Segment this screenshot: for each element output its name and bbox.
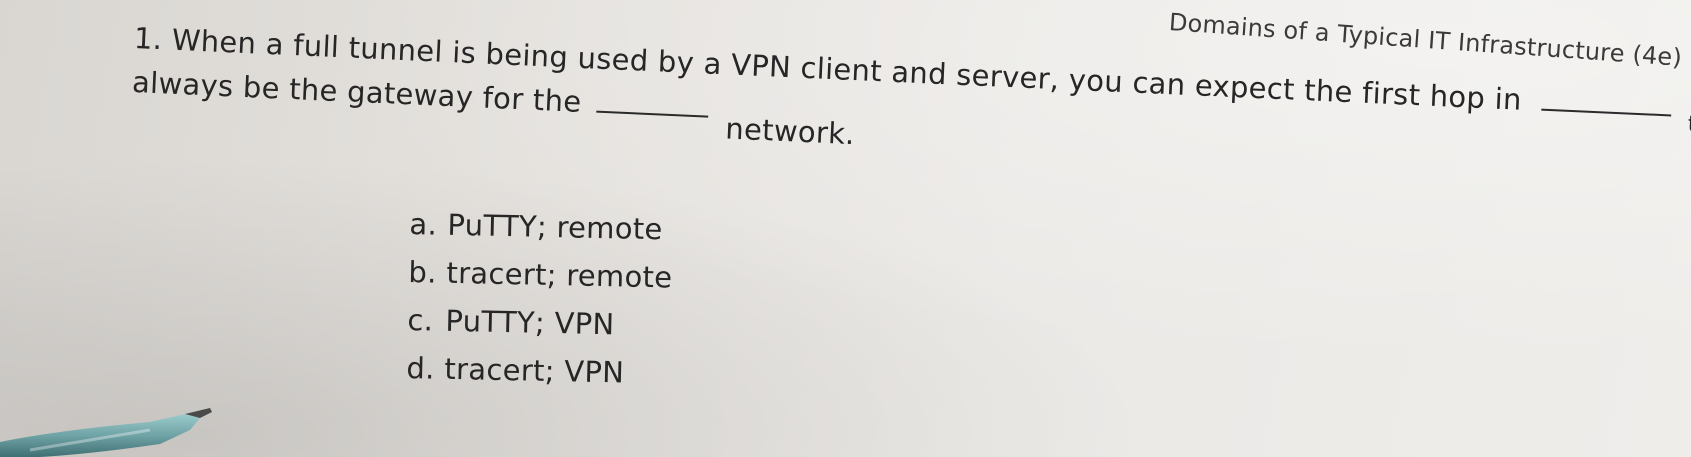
- question-text-network: network.: [724, 111, 856, 152]
- answer-options: a.PuTTY; remote b.tracert; remote c. PuTT…: [406, 200, 674, 397]
- option-letter: c.: [407, 302, 434, 338]
- question-number: 1.: [133, 20, 164, 57]
- option-d: d.tracert; VPN: [406, 344, 671, 398]
- question-text-to: to: [1687, 112, 1691, 139]
- option-b: b.tracert; remote: [408, 248, 673, 302]
- answer-blank-1: [1540, 108, 1671, 117]
- option-text: tracert; remote: [446, 255, 673, 295]
- option-a: a.PuTTY; remote: [409, 200, 674, 254]
- option-letter: a.: [409, 206, 438, 242]
- pen-tip-icon: [0, 408, 212, 457]
- option-letter: d.: [406, 350, 436, 386]
- option-text: tracert; VPN: [444, 351, 625, 390]
- option-c: c. PuTTY; VPN: [407, 296, 672, 350]
- option-text: PuTTY; VPN: [445, 303, 615, 342]
- answer-blank-2: [596, 110, 709, 118]
- header-fragment: Domains of a Typical IT Infrastructure (…: [1168, 8, 1683, 72]
- option-text: PuTTY; remote: [447, 207, 664, 247]
- option-letter: b.: [408, 254, 438, 290]
